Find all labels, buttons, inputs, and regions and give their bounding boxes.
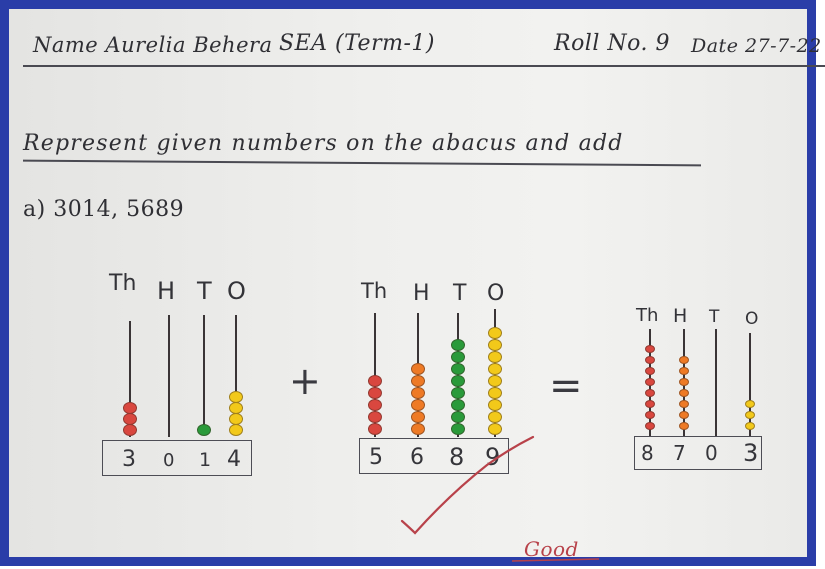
- digit-h: 6: [410, 445, 424, 470]
- bead-h: [679, 356, 689, 364]
- bead-o: [745, 422, 755, 430]
- bead-t: [451, 387, 465, 399]
- bead-th: [645, 356, 655, 364]
- place-label-th: Th: [361, 279, 388, 303]
- bead-h: [679, 411, 689, 419]
- teacher-remark: Good: [524, 537, 579, 561]
- bead-t: [451, 399, 465, 411]
- bead-t: [451, 363, 465, 375]
- equals-sign: =: [549, 363, 583, 409]
- digit-o: 4: [227, 447, 241, 472]
- bead-h: [411, 387, 425, 399]
- student-name: Name Aurelia Behera: [33, 33, 273, 57]
- rod-t: [715, 329, 717, 437]
- bead-th: [645, 422, 655, 430]
- rod-o: [749, 333, 751, 437]
- bead-o: [488, 339, 502, 351]
- bead-th: [368, 423, 382, 435]
- digit-t: 0: [705, 441, 718, 465]
- plus-sign: +: [289, 359, 321, 403]
- bead-h: [679, 422, 689, 430]
- bead-th: [645, 378, 655, 386]
- bead-o: [488, 327, 502, 339]
- bead-t: [197, 424, 211, 436]
- bead-t: [451, 339, 465, 351]
- bead-t: [451, 423, 465, 435]
- bead-o: [488, 351, 502, 363]
- bead-th: [368, 387, 382, 399]
- digit-box-1: [102, 440, 252, 476]
- bead-th: [368, 399, 382, 411]
- bead-h: [411, 375, 425, 387]
- digit-t: 1: [199, 449, 212, 471]
- bead-h: [411, 411, 425, 423]
- bead-o: [745, 400, 755, 408]
- place-label-t: T: [197, 277, 212, 305]
- date: Date 27-7-22: [691, 35, 822, 57]
- digit-o: 3: [743, 439, 759, 467]
- header-underline: [23, 65, 825, 67]
- bead-th: [645, 400, 655, 408]
- bead-h: [411, 363, 425, 375]
- bead-th: [645, 345, 655, 353]
- place-label-o: O: [227, 277, 246, 305]
- teacher-check-mark: [400, 435, 600, 562]
- bead-t: [451, 411, 465, 423]
- rod-o: [235, 315, 237, 433]
- bead-h: [679, 367, 689, 375]
- place-label-o: O: [745, 309, 759, 329]
- place-label-th: Th: [109, 271, 137, 296]
- bead-h: [679, 378, 689, 386]
- bead-o: [229, 391, 243, 403]
- place-label-h: H: [673, 305, 688, 327]
- bead-th: [368, 411, 382, 423]
- bead-th: [123, 402, 137, 414]
- place-label-th: Th: [636, 305, 659, 326]
- bead-h: [679, 400, 689, 408]
- question-text: a) 3014, 5689: [23, 197, 185, 222]
- rod-th: [129, 321, 131, 437]
- bead-o: [488, 399, 502, 411]
- bead-h: [411, 399, 425, 411]
- digit-box-3: [634, 436, 762, 470]
- exam-title: SEA (Term-1): [279, 31, 435, 56]
- roll-number: Roll No. 9: [554, 31, 670, 56]
- bead-o: [488, 423, 502, 435]
- rod-h: [168, 315, 170, 437]
- digit-t: 8: [449, 443, 465, 471]
- bead-h: [679, 389, 689, 397]
- bead-o: [745, 411, 755, 419]
- bead-th: [368, 375, 382, 387]
- bead-o: [488, 375, 502, 387]
- bead-t: [451, 351, 465, 363]
- digit-th: 3: [122, 447, 136, 472]
- rod-t: [203, 315, 205, 433]
- bead-th: [645, 411, 655, 419]
- digit-th: 5: [369, 445, 383, 470]
- place-label-h: H: [413, 281, 430, 306]
- place-label-t: T: [453, 281, 467, 306]
- bead-t: [451, 375, 465, 387]
- bead-o: [488, 363, 502, 375]
- place-label-h: H: [157, 277, 176, 305]
- bead-o: [488, 387, 502, 399]
- bead-o: [488, 411, 502, 423]
- digit-th: 8: [641, 441, 654, 465]
- place-label-o: O: [487, 281, 505, 306]
- bead-h: [411, 423, 425, 435]
- place-label-t: T: [709, 307, 720, 327]
- bead-th: [645, 367, 655, 375]
- digit-h: 7: [673, 441, 686, 465]
- instruction-text: Represent given numbers on the abacus an…: [23, 131, 624, 156]
- digit-h: 0: [163, 450, 175, 471]
- digit-box-2: [359, 438, 509, 474]
- bead-th: [645, 389, 655, 397]
